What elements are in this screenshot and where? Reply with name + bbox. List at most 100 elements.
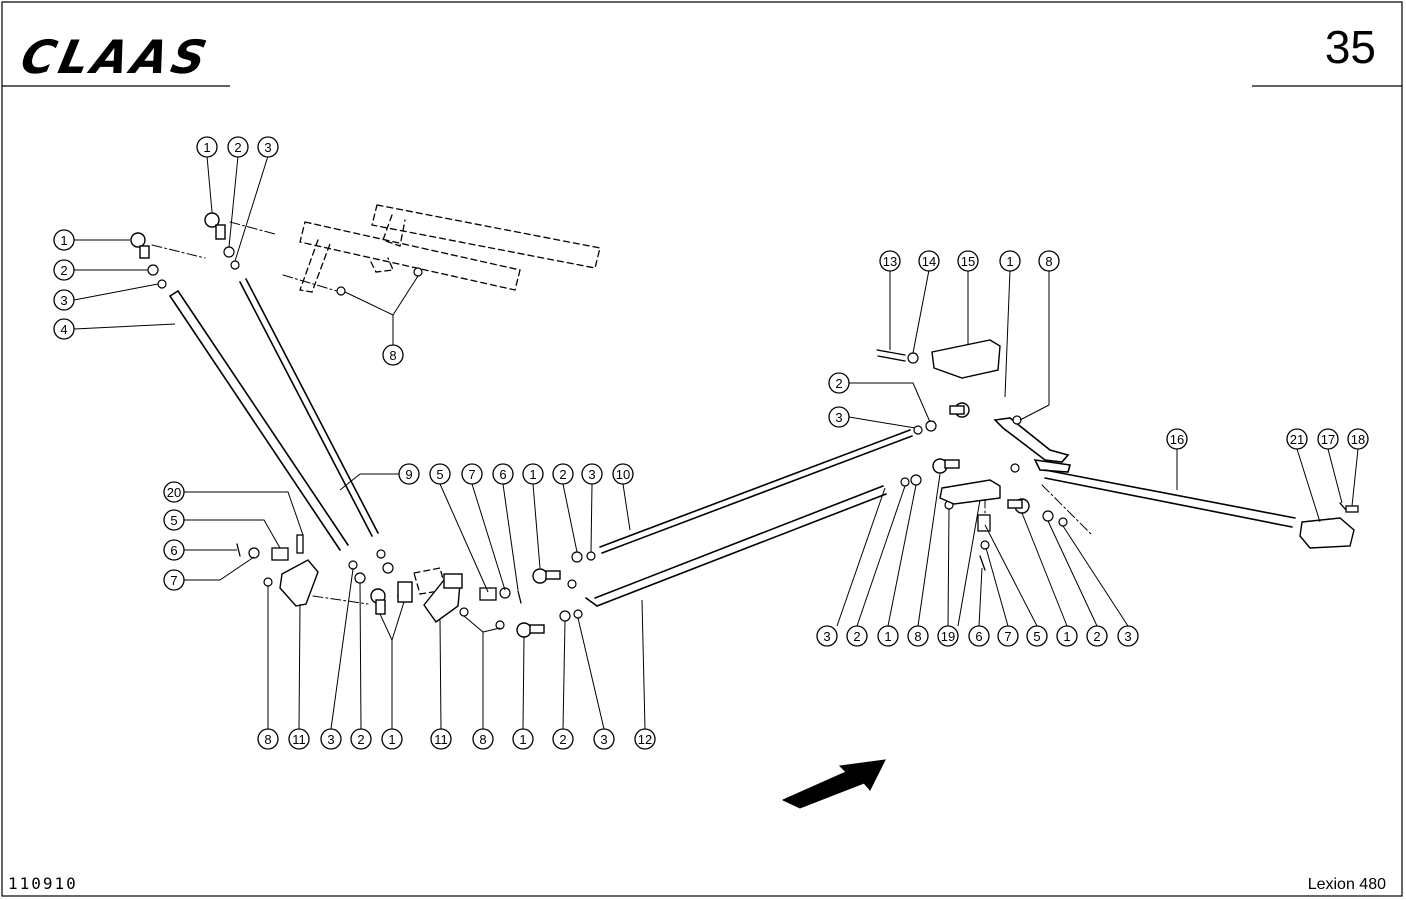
callout-label: 1 xyxy=(884,629,891,644)
callout-circle xyxy=(522,463,544,485)
callout-circle xyxy=(430,728,452,750)
callout-label: 1 xyxy=(203,140,210,155)
callout-circle xyxy=(398,463,420,485)
callout-label: 6 xyxy=(975,629,982,644)
callout-circle xyxy=(461,463,483,485)
callout-label: 1 xyxy=(519,732,526,747)
callout-circle xyxy=(492,463,514,485)
part-callout: 1 xyxy=(877,625,899,647)
part-callout: 11 xyxy=(430,728,452,750)
part-callout: 2 xyxy=(552,463,574,485)
part-callout: 8 xyxy=(382,344,404,366)
control-rods-right xyxy=(585,429,913,607)
callout-circle xyxy=(1166,428,1188,450)
callout-circle xyxy=(1026,625,1048,647)
callout-label: 11 xyxy=(292,732,306,747)
part-callout: 10 xyxy=(612,463,634,485)
callout-circle xyxy=(593,728,615,750)
part-callout: 17 xyxy=(1317,428,1339,450)
callout-label: 5 xyxy=(436,467,443,482)
part-callout: 8 xyxy=(472,728,494,750)
callout-label: 9 xyxy=(405,467,412,482)
part-callout: 3 xyxy=(257,136,279,158)
callout-label: 2 xyxy=(60,263,67,278)
callout-circle xyxy=(163,569,185,591)
callout-circle xyxy=(320,728,342,750)
assembly-centerlines xyxy=(151,221,1093,605)
phantom-frame-tubes xyxy=(299,204,601,595)
callout-label: 16 xyxy=(1170,432,1184,447)
part-callout: 2 xyxy=(552,728,574,750)
callout-circle xyxy=(552,728,574,750)
callout-circle xyxy=(937,625,959,647)
part-callout: 7 xyxy=(461,463,483,485)
part-callout: 2 xyxy=(846,625,868,647)
part-callout: 1 xyxy=(522,463,544,485)
part-callout: 8 xyxy=(907,625,929,647)
callout-label: 8 xyxy=(479,732,486,747)
callout-label: 17 xyxy=(1321,432,1335,447)
callout-label: 2 xyxy=(835,376,842,391)
callout-circle xyxy=(612,463,634,485)
callout-label: 3 xyxy=(264,140,271,155)
part-callout: 3 xyxy=(593,728,615,750)
callout-label: 3 xyxy=(600,732,607,747)
callout-circle xyxy=(846,625,868,647)
callout-label: 2 xyxy=(234,140,241,155)
callout-circle xyxy=(918,250,940,272)
part-callout: 7 xyxy=(163,569,185,591)
callout-label: 14 xyxy=(922,254,936,269)
callout-circle xyxy=(196,136,218,158)
callout-label: 5 xyxy=(1033,629,1040,644)
part-callout: 8 xyxy=(257,728,279,750)
callout-circle xyxy=(1086,625,1108,647)
callout-label: 3 xyxy=(60,293,67,308)
part-callout: 2 xyxy=(53,259,75,281)
callout-label: 3 xyxy=(327,732,334,747)
part-callout: 6 xyxy=(163,539,185,561)
part-callout: 1 xyxy=(512,728,534,750)
callout-circle xyxy=(957,250,979,272)
part-callout: 2 xyxy=(1086,625,1108,647)
lever-arm-16 xyxy=(993,417,1296,528)
part-callout: 2 xyxy=(350,728,372,750)
callout-label: 7 xyxy=(1004,629,1011,644)
callout-label: 10 xyxy=(616,467,630,482)
callout-circle xyxy=(163,481,185,503)
callout-label: 15 xyxy=(961,254,975,269)
part-callout: 3 xyxy=(581,463,603,485)
part-callout: 3 xyxy=(53,289,75,311)
callout-label: 1 xyxy=(388,732,395,747)
callout-label: 8 xyxy=(1045,254,1052,269)
callout-circle xyxy=(1117,625,1139,647)
callout-label: 4 xyxy=(60,322,67,337)
callout-label: 2 xyxy=(1093,629,1100,644)
callout-label: 8 xyxy=(264,732,271,747)
part-callout: 11 xyxy=(288,728,310,750)
part-callout: 1 xyxy=(53,229,75,251)
callout-circle xyxy=(907,625,929,647)
part-callout: 5 xyxy=(429,463,451,485)
callout-circle xyxy=(53,259,75,281)
callout-leader-lines xyxy=(73,155,1359,730)
part-callout: 5 xyxy=(163,509,185,531)
part-callout: 3 xyxy=(816,625,838,647)
part-callout: 3 xyxy=(320,728,342,750)
callout-circle xyxy=(382,344,404,366)
callout-circle xyxy=(429,463,451,485)
callout-label: 20 xyxy=(167,485,181,500)
callout-circle xyxy=(1056,625,1078,647)
drawing-number: 110910 xyxy=(8,874,78,893)
part-callout: 4 xyxy=(53,318,75,340)
callout-label: 1 xyxy=(1006,254,1013,269)
part-callout: 15 xyxy=(957,250,979,272)
callout-circle xyxy=(816,625,838,647)
callout-circle xyxy=(999,250,1021,272)
callout-label: 8 xyxy=(914,629,921,644)
part-callout: 12 xyxy=(634,728,656,750)
callout-label: 3 xyxy=(588,467,595,482)
part-callout: 6 xyxy=(968,625,990,647)
callout-label: 2 xyxy=(853,629,860,644)
